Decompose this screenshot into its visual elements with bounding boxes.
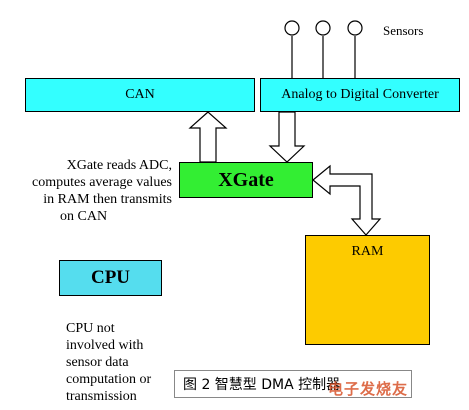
xgate-note-line: in RAM then transmits xyxy=(43,192,172,207)
xgate-note-line: XGate reads ADC, xyxy=(66,158,172,173)
xgate-box: XGate xyxy=(179,162,313,198)
sensors-label: Sensors xyxy=(383,23,424,38)
cpu-note: CPU not involved with sensor data comput… xyxy=(66,320,176,405)
cpu-note-line: computation or xyxy=(66,372,152,387)
sensor-symbols xyxy=(284,20,363,78)
arrow-adc-to-xgate xyxy=(268,111,306,163)
cpu-note-line: transmission xyxy=(66,389,137,404)
caption-text: 图 2 智慧型 DMA 控制器 xyxy=(183,377,341,393)
arrow-xgate-to-can xyxy=(188,111,228,163)
cpu-label: CPU xyxy=(90,267,131,288)
cpu-box: CPU xyxy=(59,260,162,296)
watermark-logo: 电子发烧友 xyxy=(328,380,409,398)
cpu-note-line: CPU not xyxy=(66,321,115,336)
arrow-xgate-ram xyxy=(312,164,382,236)
xgate-note-line: on CAN xyxy=(60,209,108,224)
can-label: CAN xyxy=(125,87,155,102)
cpu-note-line: involved with xyxy=(66,338,144,353)
cpu-note-line: sensor data xyxy=(66,355,129,370)
ram-box: RAM xyxy=(305,235,430,345)
figure-caption: 图 2 智慧型 DMA 控制器 xyxy=(174,370,412,398)
xgate-note-line: computes average values xyxy=(32,175,172,190)
can-box: CAN xyxy=(25,78,255,112)
adc-box: Analog to Digital Converter xyxy=(260,78,460,112)
xgate-note: XGate reads ADC, computes average values… xyxy=(4,157,172,225)
ram-label: RAM xyxy=(351,244,384,259)
xgate-label: XGate xyxy=(218,168,274,191)
adc-label: Analog to Digital Converter xyxy=(281,87,439,102)
